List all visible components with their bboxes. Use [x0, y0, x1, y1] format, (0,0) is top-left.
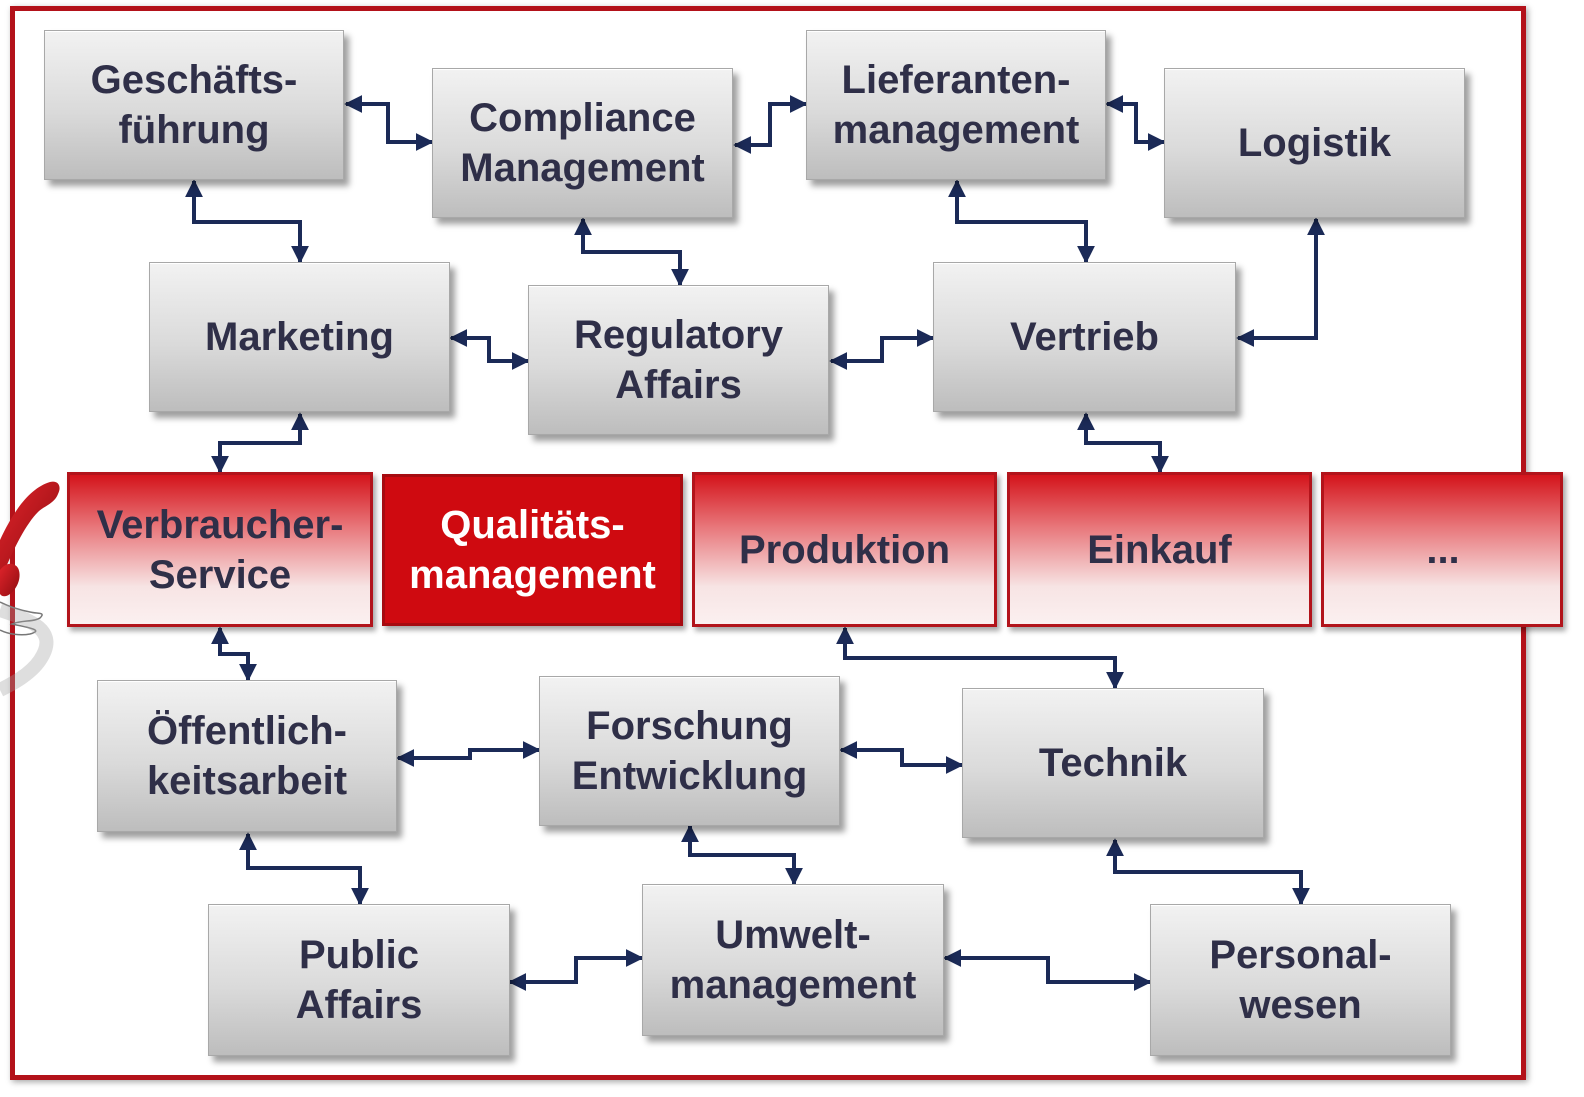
node-forschung-entwicklung: Forschung Entwicklung [539, 676, 840, 826]
node-geschaeftsfuehrung: Geschäfts- führung [44, 30, 344, 180]
connector-produktion-technik [836, 626, 1124, 690]
node-compliance-management: Compliance Management [432, 68, 733, 218]
telephone-icon [0, 481, 60, 697]
connector-lieferanten-vertrieb [948, 179, 1095, 264]
node-technik: Technik [962, 688, 1264, 838]
connector-verbraucher-oeffentlich [211, 626, 257, 682]
node-qualitaetsmanagement: Qualitäts- management [382, 474, 683, 626]
connector-umwelt-personal [943, 949, 1152, 991]
connector-marketing-verbraucher [211, 412, 309, 474]
connector-forschung-umwelt [681, 824, 803, 886]
connector-lieferanten-logistik [1105, 95, 1166, 151]
node-oeffentlichkeitsarbeit: Öffentlich- keitsarbeit [97, 680, 397, 832]
node-lieferantenmanagement: Lieferanten- management [806, 30, 1106, 180]
node-einkauf: Einkauf [1007, 472, 1312, 627]
connector-regulatory-vertrieb [829, 329, 935, 370]
connector-marketing-regulatory [449, 329, 530, 370]
node-verbraucher-service: Verbraucher- Service [67, 472, 373, 627]
node-more: ... [1321, 472, 1563, 627]
connector-forschung-technik [839, 741, 964, 774]
node-logistik: Logistik [1164, 68, 1465, 218]
node-produktion: Produktion [692, 472, 997, 627]
node-regulatory-affairs: Regulatory Affairs [528, 285, 829, 435]
node-marketing: Marketing [149, 262, 450, 412]
node-public-affairs: Public Affairs [208, 904, 510, 1056]
connector-compliance-regulatory [574, 217, 689, 287]
connector-geschaeftsfuehrung-marketing [185, 179, 309, 264]
node-personalwesen: Personal- wesen [1150, 904, 1451, 1056]
connector-geschaeftsfuehrung-compliance [344, 95, 434, 151]
connector-vertrieb-einkauf [1077, 412, 1169, 474]
connector-compliance-lieferanten [733, 95, 808, 154]
connector-oeffentlich-forschung [396, 741, 541, 767]
node-umweltmanagement: Umwelt- management [642, 884, 944, 1036]
connector-public-umwelt [508, 949, 644, 991]
node-vertrieb: Vertrieb [933, 262, 1236, 412]
connector-technik-personal [1106, 838, 1310, 906]
connector-logistik-vertrieb [1236, 217, 1325, 347]
connector-oeffentlich-public [239, 832, 369, 906]
